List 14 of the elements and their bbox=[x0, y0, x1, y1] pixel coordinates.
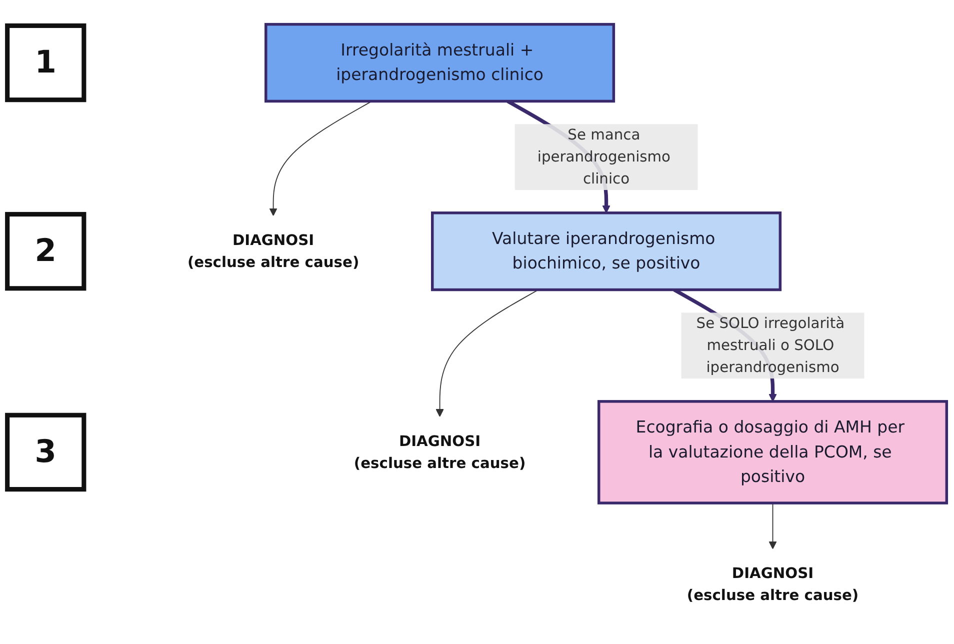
node-box: 1 bbox=[5, 23, 86, 102]
edge-label: Se manca iperandrogenismo clinico bbox=[537, 126, 670, 187]
node-box: 3 bbox=[5, 412, 86, 492]
edge-label: Se SOLO irregolarità mestruali o SOLO iperandrogenismo bbox=[696, 314, 845, 376]
node-text: DIAGNOSI (escluse altre cause) bbox=[686, 564, 859, 604]
arrow bbox=[768, 502, 777, 549]
node-box: Irregolarità mestruali + iperandrogenismo clinico bbox=[264, 22, 616, 102]
node-text: DIAGNOSI (escluse altre cause) bbox=[354, 432, 526, 472]
arrow bbox=[269, 100, 372, 216]
node-box: Ecografia o dosaggio di AMH per la valutazione della PCOM, se positivo bbox=[597, 400, 948, 504]
node-box: 2 bbox=[5, 212, 86, 290]
arrow bbox=[436, 289, 539, 417]
node-box: Valutare iperandrogenismo biochimico, se positivo bbox=[431, 211, 782, 291]
node-text: DIAGNOSI (escluse altre cause) bbox=[187, 230, 360, 270]
